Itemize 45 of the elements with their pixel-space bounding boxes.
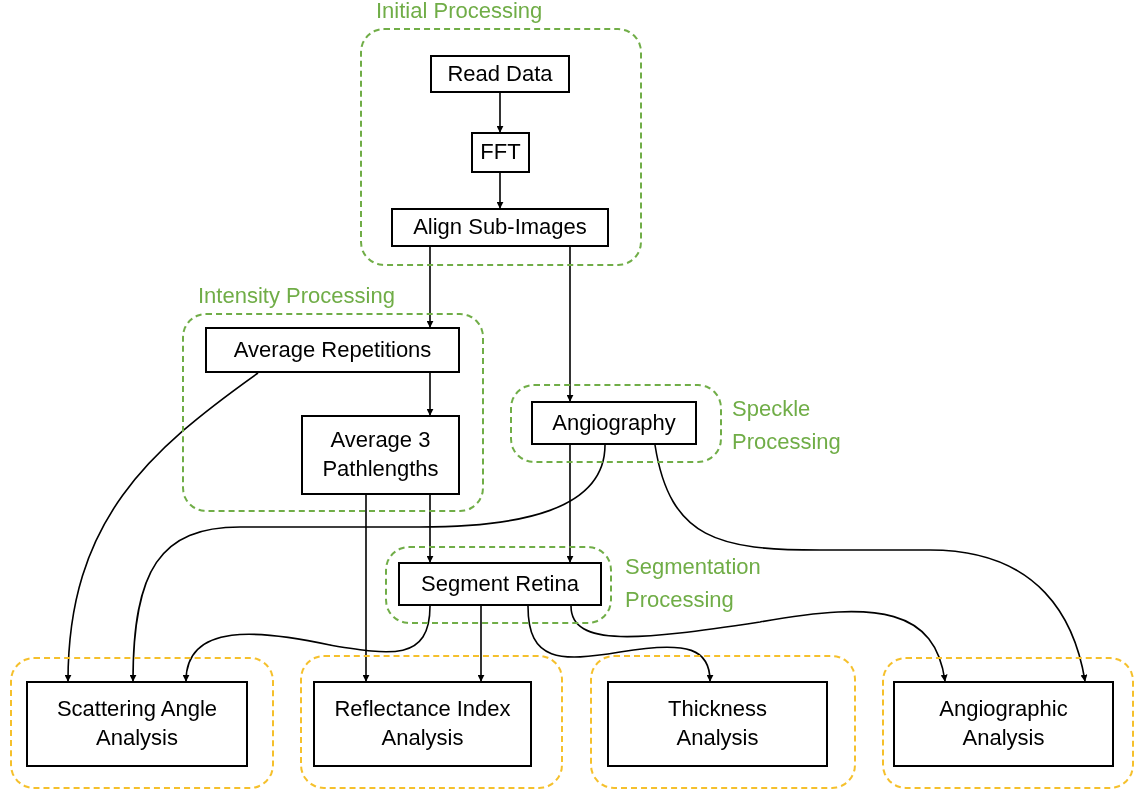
- group-label: Segmentation Processing: [625, 553, 762, 614]
- process-box: [313, 681, 532, 767]
- process-box: [205, 327, 460, 373]
- step-label: Reflectance Index Analysis: [333, 695, 512, 752]
- arrow: [477, 605, 485, 682]
- group-box: [590, 655, 856, 789]
- group-label: Intensity Processing: [198, 282, 396, 310]
- process-box: [26, 681, 248, 767]
- step-label: Scattering Angle Analysis: [55, 695, 219, 752]
- step-label: Angiographic Analysis: [938, 695, 1069, 752]
- step-label: Average 3 Pathlengths: [321, 426, 440, 483]
- process-box: [531, 401, 697, 445]
- arrow: [527, 605, 714, 682]
- process-box: [471, 132, 530, 173]
- process-box: [398, 562, 602, 606]
- step-label: Align Sub-Images: [413, 213, 587, 242]
- arrow: [566, 246, 574, 402]
- arrow: [496, 172, 504, 209]
- process-box: [607, 681, 828, 767]
- step-label: Angiography: [552, 408, 676, 437]
- arrow: [362, 494, 370, 682]
- arrow: [496, 92, 504, 133]
- group-box: [300, 655, 563, 789]
- arrow: [570, 605, 948, 682]
- step-label: Segment Retina: [421, 569, 579, 598]
- arrow: [654, 444, 1088, 682]
- group-label: Speckle Processing: [732, 395, 842, 456]
- process-box: [301, 415, 460, 495]
- arrow: [426, 494, 434, 563]
- step-label: FFT: [480, 138, 521, 167]
- arrow: [566, 444, 574, 563]
- group-box: [10, 657, 274, 789]
- arrow: [64, 372, 259, 682]
- arrow: [183, 605, 431, 682]
- process-box: [391, 208, 609, 247]
- process-box: [893, 681, 1114, 767]
- arrow: [426, 246, 434, 328]
- arrow: [129, 444, 606, 682]
- step-label: Read Data: [447, 59, 553, 88]
- group-label: Initial Processing: [376, 0, 544, 25]
- step-label: Thickness Analysis: [666, 695, 768, 752]
- arrow: [426, 372, 434, 416]
- process-box: [430, 55, 570, 93]
- group-box: [882, 657, 1134, 789]
- step-label: Average Repetitions: [233, 335, 432, 364]
